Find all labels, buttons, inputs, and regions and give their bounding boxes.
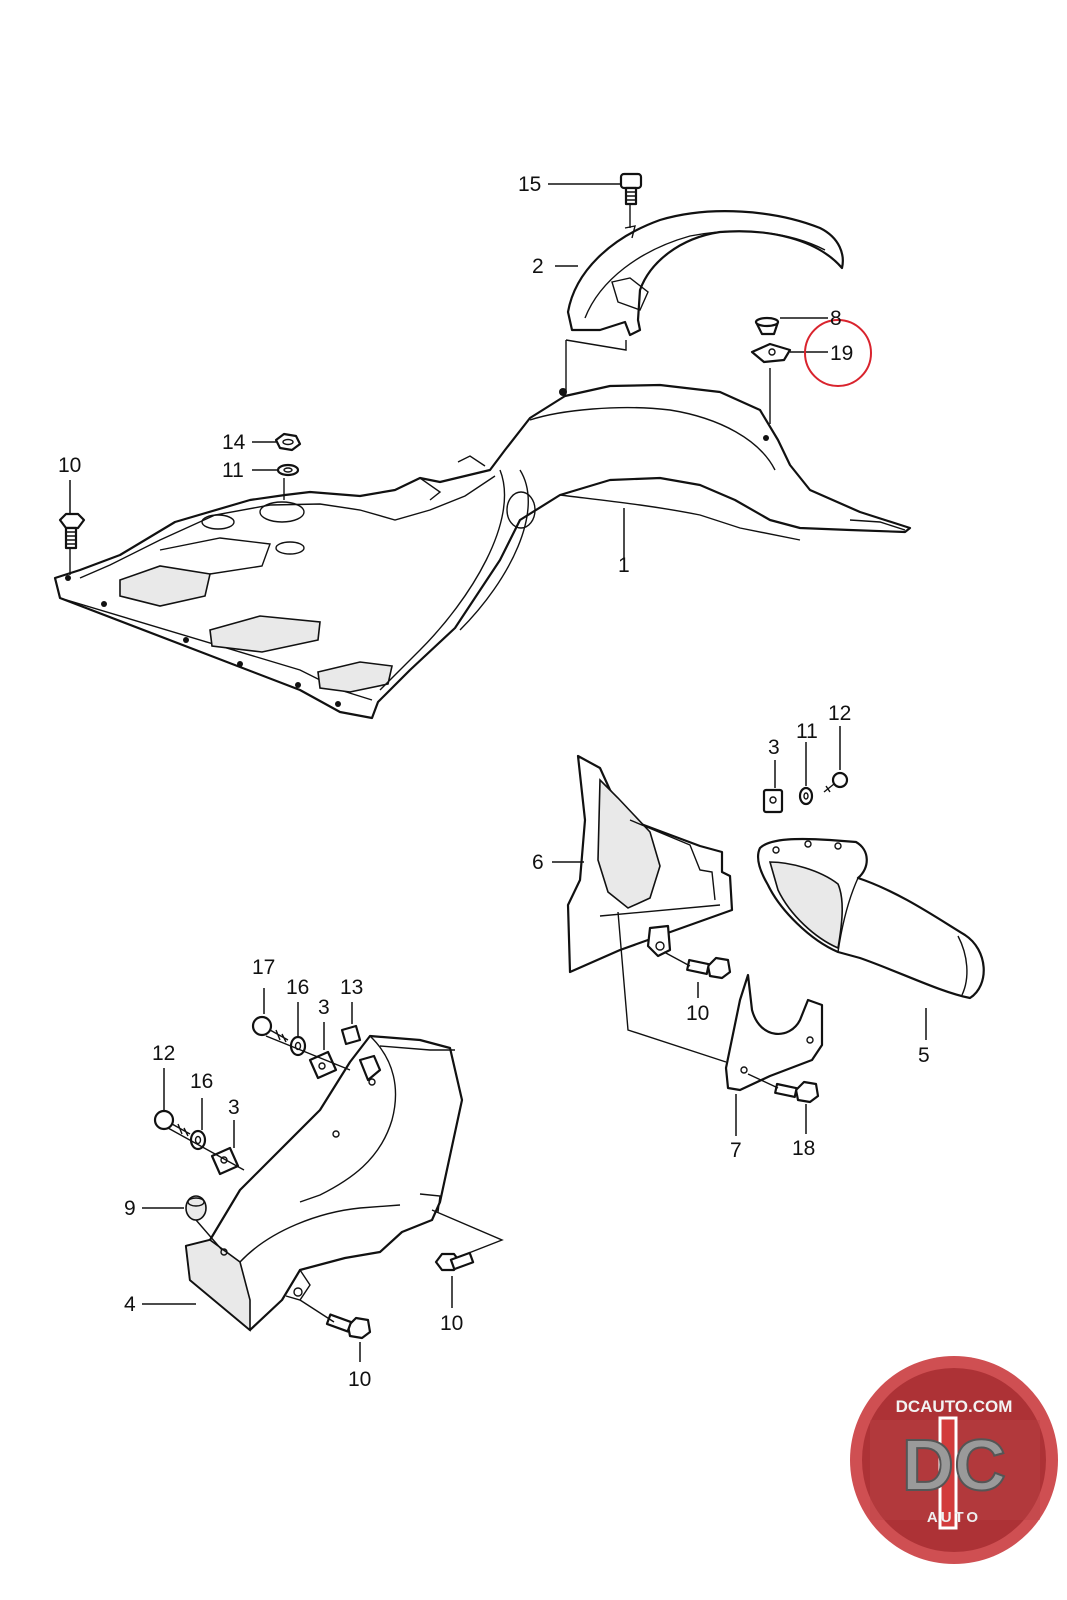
screw-17-icon xyxy=(251,1015,289,1043)
part-1-underbody-panel xyxy=(53,383,912,720)
bolt-10-icon xyxy=(325,1313,372,1340)
callout-8: 8 xyxy=(830,307,842,330)
callout-10: 10 xyxy=(440,1312,463,1335)
callout-15: 15 xyxy=(518,173,541,196)
part-7-bracket xyxy=(724,973,824,1092)
callout-18: 18 xyxy=(792,1137,815,1160)
callout-3: 3 xyxy=(768,736,780,759)
hardware-upper xyxy=(58,172,792,550)
callout-labels: 1 2 15 8 19 14 11 10 3 11 12 6 10 5 7 18… xyxy=(58,173,930,1391)
callout-16: 16 xyxy=(190,1070,213,1093)
clip-nut-3-icon xyxy=(210,1146,240,1176)
part-4-front-liner xyxy=(184,1034,464,1332)
washer-16-icon xyxy=(289,1035,307,1057)
callout-1: 1 xyxy=(618,554,630,577)
callout-5: 5 xyxy=(918,1044,930,1067)
logo-top-text: DCAUTO.COM xyxy=(896,1397,1013,1416)
hardware-lower xyxy=(153,1015,475,1340)
nut-14-icon xyxy=(274,432,302,452)
part-6-side-panel xyxy=(566,754,734,974)
callout-16: 16 xyxy=(286,976,309,999)
clip-nut-3-icon xyxy=(308,1050,338,1080)
part-5-duct xyxy=(757,837,985,1000)
washer-11-icon xyxy=(798,786,814,806)
leader-lines-right xyxy=(552,726,927,1136)
callout-11: 11 xyxy=(796,720,818,743)
clip-nut-3-icon xyxy=(762,788,784,814)
assembly-lines-right xyxy=(617,911,779,1089)
bolt-10-icon xyxy=(434,1251,475,1272)
clip-13-icon xyxy=(340,1024,362,1046)
dcauto-logo: DCAUTO.COM DC AUTO xyxy=(850,1356,1058,1564)
callout-12: 12 xyxy=(152,1042,175,1065)
grommet-9-icon xyxy=(185,1195,207,1221)
bolt-15-icon xyxy=(619,172,643,206)
screw-12-icon xyxy=(153,1109,191,1137)
bolt-10-icon xyxy=(686,956,732,980)
callout-3: 3 xyxy=(318,996,330,1019)
highlight-circle xyxy=(804,319,872,387)
assembly-lines-upper xyxy=(69,198,771,575)
callout-3: 3 xyxy=(228,1096,240,1119)
callout-10: 10 xyxy=(348,1368,371,1391)
washer-16-icon xyxy=(189,1129,207,1151)
callout-4: 4 xyxy=(124,1293,136,1316)
callout-10: 10 xyxy=(686,1002,709,1025)
callout-6: 6 xyxy=(532,851,544,874)
part-2-wheel-arch-liner xyxy=(566,210,844,337)
callout-11: 11 xyxy=(222,459,244,482)
callout-12: 12 xyxy=(828,702,851,725)
callout-7: 7 xyxy=(730,1139,742,1162)
bolt-10-icon xyxy=(58,512,86,550)
screw-12-icon xyxy=(823,771,849,793)
assembly-lines-lower xyxy=(167,1035,504,1323)
callout-19: 19 xyxy=(830,342,853,365)
clip-nut-8-icon xyxy=(754,316,780,336)
clip-19-icon xyxy=(750,342,792,364)
hardware-right xyxy=(686,771,849,1104)
callout-2: 2 xyxy=(532,255,544,278)
callout-14: 14 xyxy=(222,431,246,454)
logo-monogram: DC xyxy=(902,1426,1006,1506)
leader-lines-lower xyxy=(142,988,453,1362)
logo-bottom-text: AUTO xyxy=(927,1509,981,1526)
callout-10: 10 xyxy=(58,454,81,477)
washer-11-icon xyxy=(276,463,300,477)
bolt-18-icon xyxy=(774,1080,820,1104)
leader-lines-upper xyxy=(69,183,828,560)
callout-9: 9 xyxy=(124,1197,136,1220)
callout-13: 13 xyxy=(340,976,363,999)
callout-17: 17 xyxy=(252,956,275,979)
